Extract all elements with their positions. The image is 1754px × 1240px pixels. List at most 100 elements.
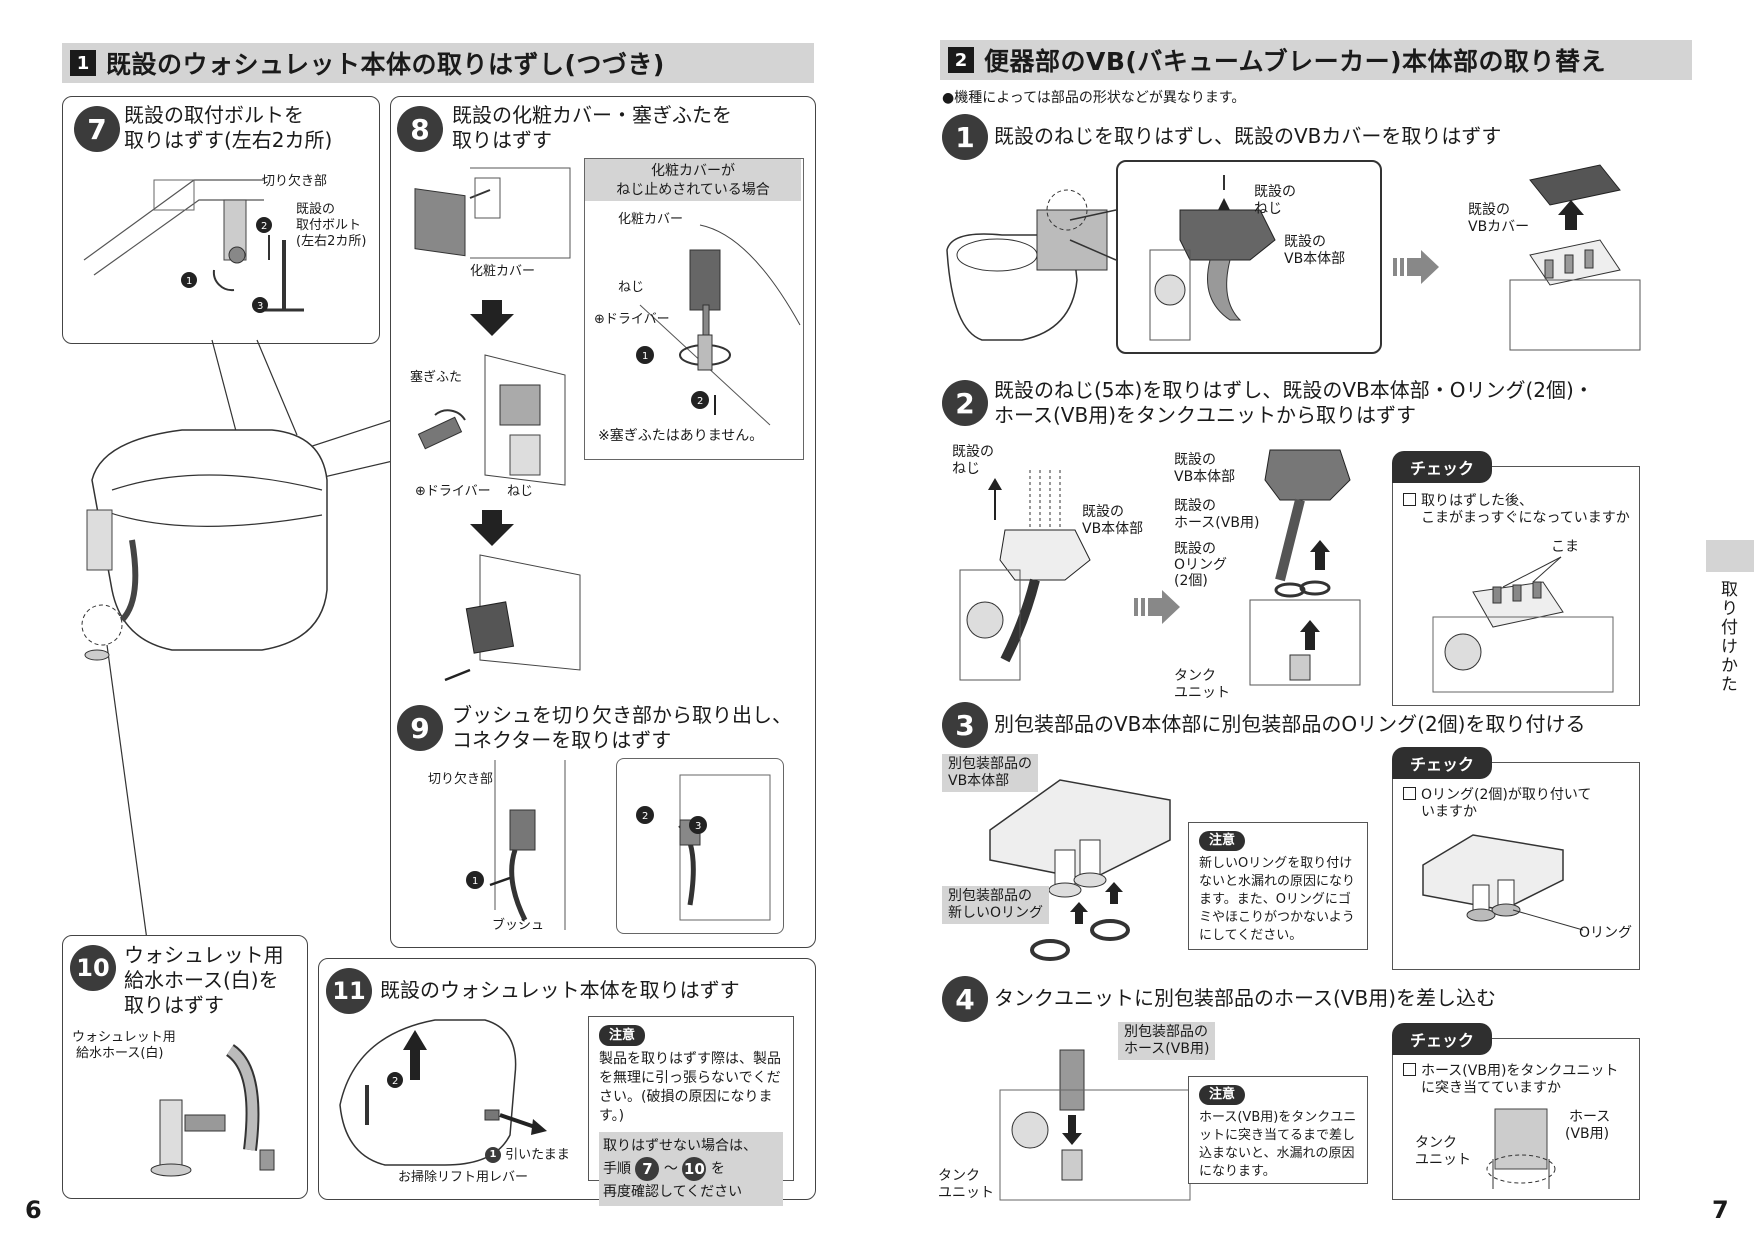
r-step4-check-tank-2: ユニット xyxy=(1415,1152,1471,1168)
r-step3-check-box[interactable] xyxy=(1403,787,1416,800)
r-step4-label-hose: 別包装部品の ホース(VB用) xyxy=(1118,1022,1216,1060)
r-step4-check-box[interactable] xyxy=(1403,1063,1416,1076)
r-step1-cover-illustration xyxy=(1509,164,1641,351)
step8-inset-illustration: 1 2 xyxy=(636,224,801,426)
step11-retry-line3: 再度確認してください xyxy=(603,1184,743,1200)
step9-label-notch: 切り欠き部 xyxy=(428,772,494,787)
step8-inset-screw: ねじ xyxy=(618,280,645,295)
r-step3-caution-text: 新しいOリングを取り付けないと水漏れの原因になります。また、Oリングにゴミやほこ… xyxy=(1199,856,1356,943)
r-step1-title: 既設のねじを取りはずし、既設のVBカバーを取りはずす xyxy=(994,124,1502,148)
step7-title-line1: 既設の取付ボルトを xyxy=(124,103,304,127)
r-step1-label-screw-2: ねじ xyxy=(1254,201,1282,217)
r-step2-label-body-2: VB本体部 xyxy=(1082,521,1144,537)
r-step4-title: タンクユニットに別包装部品のホース(VB用)を差し込む xyxy=(994,986,1497,1010)
r-step3-title: 別包装部品のVB本体部に別包装部品のOリング(2個)を取り付ける xyxy=(994,712,1586,736)
side-index-text: 取り付けかた xyxy=(1717,580,1737,694)
r-step3-label-body-1: 別包装部品の xyxy=(948,756,1032,772)
r-step2-check-box[interactable] xyxy=(1403,493,1416,506)
r-step4-caution-text: ホース(VB用)をタンクユニットに突き当てるまで差し込まないと、水漏れの原因にな… xyxy=(1199,1110,1357,1179)
svg-text:2: 2 xyxy=(697,396,703,407)
r-step2-right-illustration xyxy=(1249,449,1361,686)
r-step2-left-illustration xyxy=(959,470,1091,681)
step8-inset-header: 化粧カバーが ねじ止めされている場合 xyxy=(585,159,801,201)
r-step3-illustration xyxy=(989,779,1171,961)
svg-text:1: 1 xyxy=(186,276,192,287)
step11-title: 既設のウォシュレット本体を取りはずす xyxy=(380,978,740,1002)
step7-label-bolt-1: 既設の xyxy=(296,202,336,217)
r-step4-check-tank-1: タンク xyxy=(1415,1135,1457,1151)
svg-text:2: 2 xyxy=(261,221,267,232)
r-step4-caution: 注意 ホース(VB用)をタンクユニットに突き当てるまで差し込まないと、水漏れの原… xyxy=(1188,1076,1368,1184)
left-section-title: 既設のウォシュレット本体の取りはずし(つづき) xyxy=(106,50,665,79)
step8-label-cover: 化粧カバー xyxy=(470,264,536,279)
r-step2-label-oring-2: Oリング xyxy=(1174,557,1228,573)
r-step2-check-line1: 取りはずした後、 xyxy=(1403,493,1533,510)
step7-label-bolt-2: 取付ボルト xyxy=(296,218,362,233)
r-step2-label-body-1: 既設の xyxy=(1082,504,1124,520)
r-step3-caution-badge: 注意 xyxy=(1199,831,1246,851)
r-step2-label-oring-3: (2個) xyxy=(1174,573,1208,589)
r-step4-check-illustration xyxy=(1486,1108,1556,1189)
step11-illustration: 2 xyxy=(339,1019,547,1166)
step11-pull-marker: 1 xyxy=(485,1147,501,1163)
step8-title-line1: 既設の化粧カバー・塞ぎふたを xyxy=(452,103,732,127)
r-step2-check-line2: こまがまっすぐになっていますか xyxy=(1421,510,1630,526)
r-step2-label-r-body-1: 既設の xyxy=(1174,452,1216,468)
svg-text:1: 1 xyxy=(642,351,648,362)
r-step2-check-label: こま xyxy=(1551,539,1579,555)
step11-retry-line2-a: 手順 xyxy=(603,1161,631,1177)
r-step3-check: チェック Oリング(2個)が取り付いて いますか Oリング xyxy=(1392,747,1640,970)
step11-retry-tilde: 〜 xyxy=(663,1161,678,1177)
step8-label-driver: ⊕ドライバー xyxy=(415,484,491,499)
step11-retry-line1: 取りはずせない場合は、 xyxy=(603,1138,757,1154)
r-step2-label-tank-2: ユニット xyxy=(1174,685,1230,701)
step11-retry-from: 7 xyxy=(635,1157,660,1181)
r-step2-check: チェック 取りはずした後、 こまがまっすぐになっていますか こま xyxy=(1392,451,1640,706)
step11-retry-line2-b: を xyxy=(710,1161,725,1177)
r-step4-check-line2: に突き当てていますか xyxy=(1421,1080,1561,1096)
step11-retry-line2: 手順 7 〜 10 を xyxy=(603,1157,779,1181)
right-section-title: 便器部のVB(バキュームブレーカー)本体部の取り替え xyxy=(984,47,1607,76)
step8-cover-illustration xyxy=(414,167,571,259)
r-step3-check-line1-text: Oリング(2個)が取り付いて xyxy=(1421,787,1592,803)
step10-title-line1: ウォシュレット用 xyxy=(124,943,284,967)
r-step2-label-r-body-2: VB本体部 xyxy=(1174,469,1236,485)
left-section-number: 1 xyxy=(70,50,96,76)
r-step3-label-body-2: VB本体部 xyxy=(948,773,1010,789)
r-step3-check-title: チェック xyxy=(1392,747,1493,779)
r-step2-check-illustration xyxy=(1432,556,1614,693)
toilet-overview-illustration xyxy=(81,339,398,941)
step10-label-hose-2: 給水ホース(白) xyxy=(76,1046,164,1061)
step11-label-pull-text: 引いたまま xyxy=(505,1147,570,1163)
r-step3-label-body: 別包装部品の VB本体部 xyxy=(942,754,1038,792)
step9-title-line2: コネクターを取りはずす xyxy=(452,728,672,752)
r-step4-caution-badge: 注意 xyxy=(1199,1085,1246,1105)
r-step4-label-tank-1: タンク xyxy=(938,1168,980,1184)
r-step3-label-oring-1: 別包装部品の xyxy=(948,888,1032,904)
step7-label-notch: 切り欠き部 xyxy=(262,174,328,189)
r-step4-check: チェック ホース(VB用)をタンクユニット に突き当てていますか ホース (VB… xyxy=(1392,1023,1640,1200)
step8-label-screw: ねじ xyxy=(507,484,534,499)
step9-label-bush: ブッシュ xyxy=(492,918,545,933)
r-step1-label-screw-1: 既設の xyxy=(1254,184,1296,200)
r-step1-label-body-1: 既設の xyxy=(1284,234,1326,250)
r-step2-label-oring-1: 既設の xyxy=(1174,541,1216,557)
step11-number: 11 xyxy=(326,968,372,1014)
step9-illustration: 1 xyxy=(466,760,566,930)
left-page-number: 6 xyxy=(25,1196,42,1224)
right-page-number: 7 xyxy=(1712,1196,1729,1224)
step8-inset-header-1: 化粧カバーが xyxy=(651,163,735,179)
r-step2-check-title: チェック xyxy=(1392,451,1493,483)
r-step3-check-illustration xyxy=(1422,834,1584,931)
r-step1-number: 1 xyxy=(942,114,988,160)
step10-title-line3: 取りはずす xyxy=(124,993,224,1017)
r-step1-detail-illustration xyxy=(1149,175,1276,341)
right-section-number: 2 xyxy=(948,47,974,73)
r-step4-label-hose-2: ホース(VB用) xyxy=(1124,1041,1210,1057)
step11-retry-to: 10 xyxy=(682,1157,707,1181)
r-step2-number: 2 xyxy=(942,380,988,426)
step10-title-line2: 給水ホース(白)を xyxy=(124,968,279,992)
step9-inset-illustration: 2 3 xyxy=(636,774,771,921)
r-step2-label-screw-1: 既設の xyxy=(952,444,994,460)
step8-label-plug: 塞ぎふた xyxy=(410,370,463,385)
